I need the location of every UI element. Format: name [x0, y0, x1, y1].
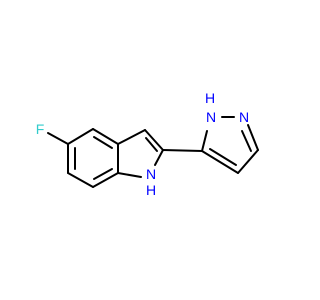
bond-c3a-c3 [117, 129, 146, 145]
bond-n1-c7a [117, 172, 142, 178]
bond-c3a-c4-inner [93, 136, 113, 149]
bond-c6-c7 [67, 172, 94, 188]
atom-labels: F N H H N N [36, 90, 249, 198]
bond-pz-n2-c3-inner [241, 130, 252, 152]
bond-pz-c4-c5-inner [209, 148, 237, 166]
bond-c3a-c4 [92, 128, 119, 145]
bond-pz-n2-c3 [247, 124, 259, 151]
bond-c3-c2-inner [145, 137, 158, 152]
molecule-structure-diagram: F N H H N N [36, 90, 259, 198]
atom-pyrazole-nitrogen: N [239, 109, 249, 125]
bond-c5-f [47, 132, 69, 145]
bond-c2-n1 [154, 149, 164, 166]
bonds [47, 116, 259, 188]
bond-pz-c3-c4 [237, 149, 259, 174]
bond-c7-c7a [92, 172, 119, 188]
atom-pyrazole-nh-nitrogen: N [206, 109, 216, 125]
atom-indole-hydrogen: H [146, 182, 156, 198]
bond-pz-c4-c5 [201, 150, 239, 174]
atom-fluorine: F [36, 121, 45, 137]
bond-c3-c2 [144, 129, 164, 151]
bond-pz-c5-n1 [201, 130, 208, 152]
bond-c2-pz-c5 [162, 149, 203, 152]
bond-c4-c5 [67, 128, 94, 145]
atom-indole-nitrogen: N [146, 166, 156, 182]
bond-c7-c7a-inner [93, 168, 113, 180]
atom-pyrazole-hydrogen: H [205, 90, 215, 106]
